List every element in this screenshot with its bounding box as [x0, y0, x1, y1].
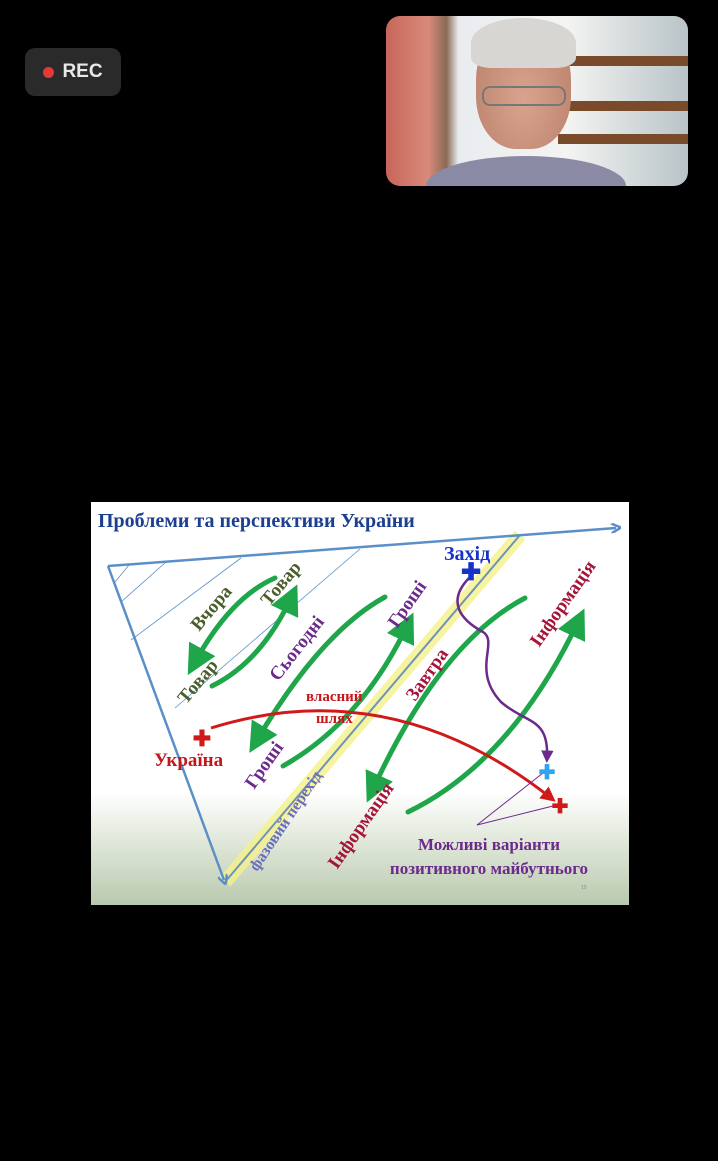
slide-title: Проблеми та перспективи України — [98, 510, 415, 532]
label-shliakh: шлях — [316, 711, 353, 727]
green-arrow — [405, 608, 586, 815]
label-ukraina: Україна — [154, 750, 224, 771]
slide-diagram: Проблеми та перспективи України ✚ — [98, 510, 629, 891]
hatch-lines — [114, 548, 361, 709]
green-arrow — [280, 612, 415, 769]
label-informatsiia-top: Інформація — [526, 557, 601, 651]
participant-hair — [471, 18, 576, 68]
label-zakhid: Захід — [444, 543, 490, 565]
west-path-arrow — [456, 577, 554, 763]
green-arrow — [365, 595, 528, 803]
time-axis-arrow — [107, 528, 616, 568]
variant-pointer-arrows — [476, 772, 554, 826]
label-informatsiia-bottom: Інформація — [324, 779, 399, 873]
shared-slide: Проблеми та перспективи України ✚ — [91, 502, 629, 905]
record-dot-icon — [43, 66, 55, 78]
ceiling-beam — [558, 101, 688, 111]
future-cross-red-icon: ✚ — [552, 796, 569, 818]
label-vchora: Вчора — [187, 581, 237, 635]
label-possible-variants-2: позитивного майбутнього — [390, 859, 588, 878]
participant-video-tile[interactable] — [386, 16, 688, 186]
recording-label: REC — [62, 61, 103, 82]
participant-shirt — [426, 156, 626, 186]
future-cross-blue-icon: ✚ — [539, 762, 556, 784]
recording-indicator: REC — [25, 48, 121, 96]
slide-page-number: 10 — [581, 885, 587, 891]
participant-glasses — [482, 86, 566, 106]
green-arrow — [209, 584, 299, 689]
green-arrow — [187, 575, 278, 676]
ceiling-beam — [558, 134, 688, 144]
west-cross-icon: ✚ — [461, 559, 481, 586]
own-path-arrow — [210, 709, 556, 802]
ukraine-cross-icon: ✚ — [193, 726, 211, 751]
label-possible-variants-1: Можливі варіанти — [418, 835, 560, 854]
triangle-edge-arrow — [106, 565, 224, 880]
label-vlasnyi: власний — [306, 689, 363, 705]
phase-line — [224, 534, 521, 883]
ceiling-beam — [558, 56, 688, 66]
